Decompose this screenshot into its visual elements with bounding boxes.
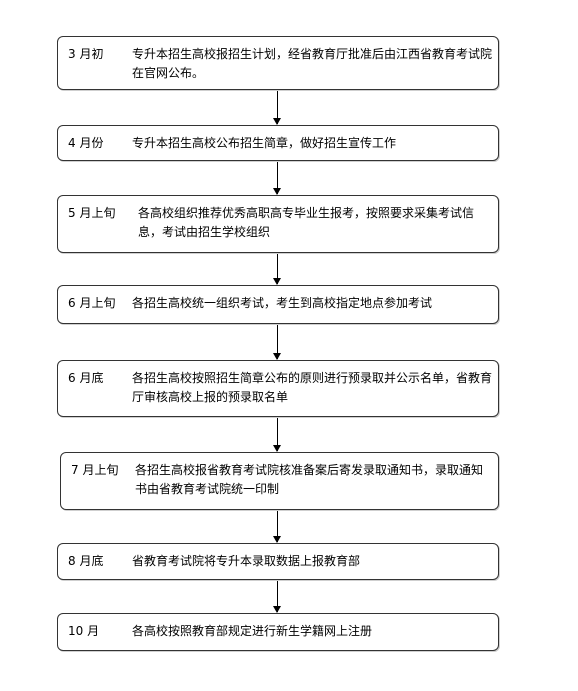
step-month: 6 月底 (68, 371, 104, 385)
step-description: 各招生高校统一组织考试，考生到高校指定地点参加考试 (132, 296, 433, 310)
step-month: 10 月 (68, 624, 100, 638)
flow-arrow (273, 162, 281, 195)
flow-arrow (273, 581, 281, 613)
step-month: 8 月底 (68, 554, 104, 568)
step-month: 4 月份 (68, 136, 104, 150)
step-box-5: 6 月底 各招生高校按照招生简章公布的原则进行预录取并公示名单，省教育厅审核高校… (57, 360, 499, 417)
step-description: 专升本招生高校报招生计划，经省教育厅批准后由江西省教育考试院在官网公布。 (132, 47, 493, 80)
step-month: 6 月上旬 (68, 296, 116, 310)
step-description: 各高校按照教育部规定进行新生学籍网上注册 (132, 624, 373, 638)
step-box-8: 10 月 各高校按照教育部规定进行新生学籍网上注册 (57, 613, 499, 651)
step-box-2: 4 月份 专升本招生高校公布招生简章，做好招生宣传工作 (57, 125, 499, 161)
flow-arrow (273, 418, 281, 452)
step-box-7: 8 月底 省教育考试院将专升本录取数据上报教育部 (57, 543, 499, 580)
step-box-6: 7 月上旬 各招生高校报省教育考试院核准备案后寄发录取通知书，录取通知书由省教育… (60, 452, 499, 510)
flow-arrow (273, 325, 281, 360)
step-month: 5 月上旬 (68, 206, 116, 220)
step-description: 各招生高校按照招生简章公布的原则进行预录取并公示名单，省教育厅审核高校上报的预录… (132, 371, 493, 404)
step-box-1: 3 月初 专升本招生高校报招生计划，经省教育厅批准后由江西省教育考试院在官网公布… (57, 36, 499, 90)
step-box-3: 5 月上旬 各高校组织推荐优秀高职高专毕业生报考，按照要求采集考试信息，考试由招… (57, 195, 499, 253)
step-description: 专升本招生高校公布招生简章，做好招生宣传工作 (132, 136, 397, 150)
step-description: 各招生高校报省教育考试院核准备案后寄发录取通知书，录取通知书由省教育考试院统一印… (135, 463, 484, 496)
step-month: 3 月初 (68, 47, 104, 61)
step-description: 各高校组织推荐优秀高职高专毕业生报考，按照要求采集考试信息，考试由招生学校组织 (138, 206, 475, 239)
step-box-4: 6 月上旬 各招生高校统一组织考试，考生到高校指定地点参加考试 (57, 285, 499, 324)
step-month: 7 月上旬 (71, 463, 119, 477)
flow-arrow (273, 254, 281, 285)
step-description: 省教育考试院将专升本录取数据上报教育部 (132, 554, 361, 568)
flow-arrow (273, 91, 281, 125)
flow-arrow (273, 511, 281, 543)
